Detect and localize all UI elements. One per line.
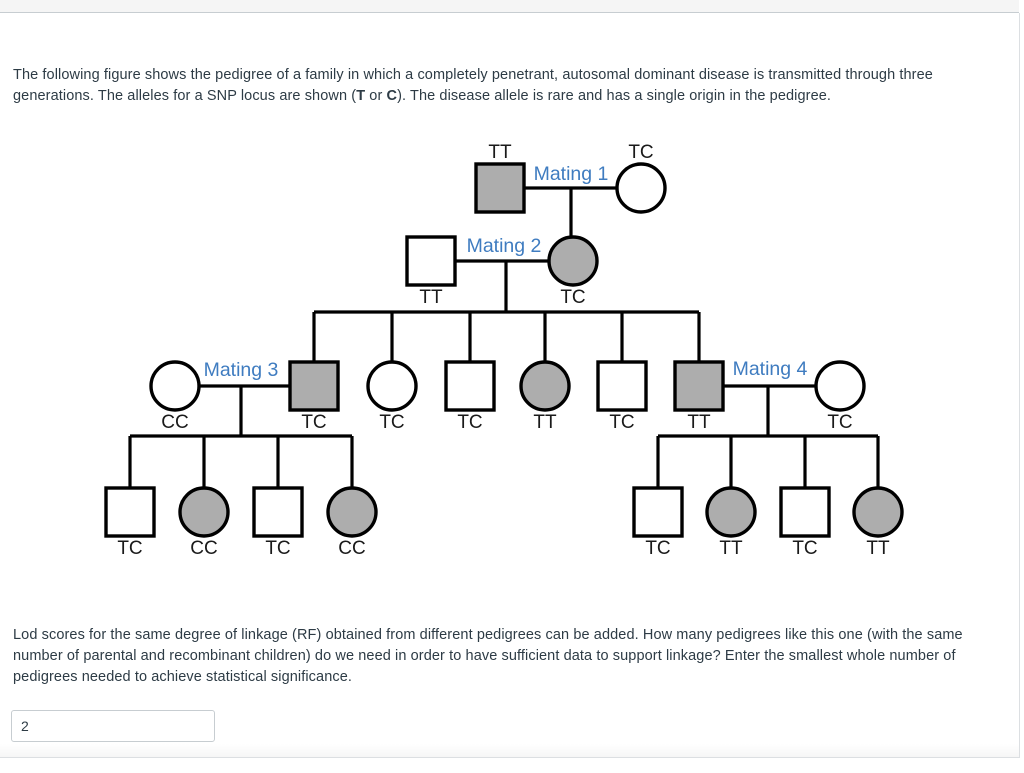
allele-symbol: T [356,87,366,104]
genotype-label-gen3-spouse-right: TC [827,412,852,433]
mating-label-mating-3: Mating 3 [204,359,279,381]
genotype-label-gen3-child-1: TC [301,412,326,433]
female-symbol-gen3-spouse-right [814,360,866,412]
genotype-label-gen3-child-2: TC [379,412,404,433]
genotype-label-gen4-right-1: TC [645,538,670,559]
question-paragraph: Lod scores for the same degree of linkag… [13,626,963,685]
individual-gen2-father: TT [405,235,457,308]
genotype-label-gen1-mother: TC [628,142,653,163]
individual-gen4-left-4: CC [326,486,378,559]
individual-gen3-child-5: TC [596,360,648,433]
female-symbol-gen3-child-4 [519,360,571,412]
page-bottom-edge [0,757,1019,758]
genotype-label-gen4-right-4: TT [866,538,890,559]
male-symbol-gen3-child-6 [673,360,725,412]
individual-gen3-child-2: TC [366,360,418,433]
mating-label-mating-4: Mating 4 [733,358,808,380]
individual-gen4-right-1: TC [632,486,684,559]
toolbar-right-ghost-icon: · [997,0,1001,3]
intro-text-run: ). The disease allele is rare and has a … [397,87,832,104]
female-symbol-gen4-left-4 [326,486,378,538]
answer-input[interactable] [11,710,215,742]
female-symbol-gen2-mother [547,235,599,287]
female-symbol-gen4-right-4 [852,486,904,538]
genotype-label-gen4-left-3: TC [265,538,290,559]
intro-text-run: The following figure shows the pedigree … [13,66,933,104]
individual-gen3-spouse-right: TC [814,360,866,433]
genotype-label-gen2-mother: TC [560,287,585,308]
genotype-label-gen4-right-3: TC [792,538,817,559]
individual-gen4-right-2: TT [705,486,757,559]
genotype-label-gen4-right-2: TT [719,538,743,559]
individual-gen4-left-3: TC [252,486,304,559]
male-symbol-gen2-father [405,235,457,287]
individual-gen2-mother: TC [547,235,599,308]
pedigree-individuals: TT TC TT TC CC TC TC TC TT TC TT TC TC CC TC CC TC TT TC TT [104,142,904,559]
male-symbol-gen3-child-1 [288,360,340,412]
male-symbol-gen3-child-3 [444,360,496,412]
male-symbol-gen1-father [474,162,526,214]
individual-gen1-mother: TC [615,142,667,214]
genotype-label-gen3-child-6: TT [687,412,711,433]
pedigree-connector-lines [128,186,880,488]
individual-gen4-left-1: TC [104,486,156,559]
female-symbol-gen3-spouse-left [149,360,201,412]
genotype-label-gen3-child-4: TT [533,412,557,433]
male-symbol-gen4-right-1 [632,486,684,538]
genotype-label-gen1-father: TT [488,142,512,163]
genotype-label-gen4-left-1: TC [117,538,142,559]
female-symbol-gen4-left-2 [178,486,230,538]
individual-gen3-child-4: TT [519,360,571,433]
cut-off-toolbar: · · · · · · · [0,0,1019,13]
genotype-label-gen2-father: TT [419,287,443,308]
female-symbol-gen3-child-2 [366,360,418,412]
individual-gen4-left-2: CC [178,486,230,559]
mating-label-mating-2: Mating 2 [467,235,542,257]
male-symbol-gen4-left-1 [104,486,156,538]
individual-gen3-spouse-left: CC [149,360,201,433]
genotype-label-gen4-left-4: CC [338,538,365,559]
individual-gen3-child-1: TC [288,360,340,433]
male-symbol-gen3-child-5 [596,360,648,412]
page-footer-fade [0,744,1019,757]
intro-paragraph: The following figure shows the pedigree … [13,65,1003,107]
female-symbol-gen1-mother [615,162,667,214]
individual-gen3-child-3: TC [444,360,496,433]
intro-text-run: or [365,87,387,104]
mating-label-mating-1: Mating 1 [534,163,609,185]
male-symbol-gen4-right-3 [779,486,831,538]
individual-gen3-child-6: TT [673,360,725,433]
allele-symbol: C [386,87,398,104]
genotype-label-gen3-child-5: TC [609,412,634,433]
page-right-edge [1019,13,1020,758]
male-symbol-gen4-left-3 [252,486,304,538]
toolbar-left-ghost-icons: · · · · · · [28,0,98,3]
individual-gen4-right-4: TT [852,486,904,559]
genotype-label-gen4-left-2: CC [190,538,217,559]
female-symbol-gen4-right-2 [705,486,757,538]
genotype-label-gen3-spouse-left: CC [161,412,188,433]
pedigree-mating-labels: Mating 1 Mating 2 Mating 3 Mating 4 [204,163,808,381]
genotype-label-gen3-child-3: TC [457,412,482,433]
individual-gen4-right-3: TC [779,486,831,559]
individual-gen1-father: TT [474,142,526,214]
